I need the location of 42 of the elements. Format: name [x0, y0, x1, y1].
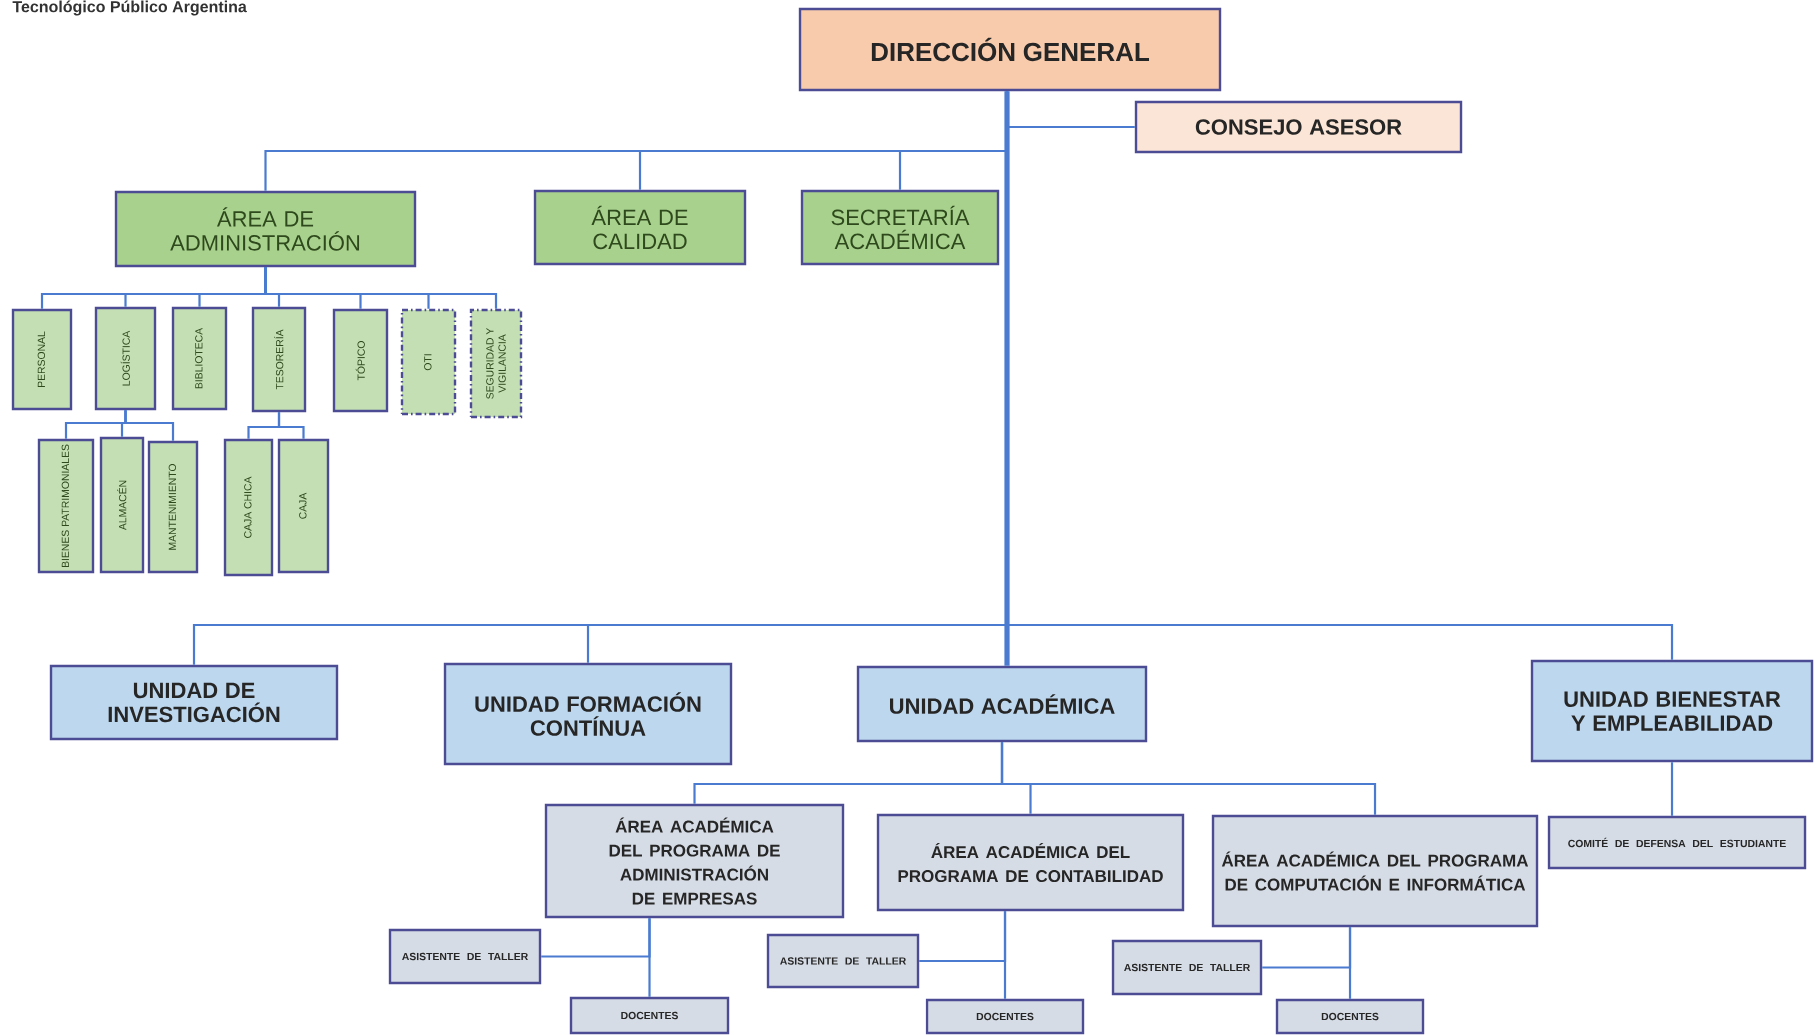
connector-line: [277, 412, 305, 439]
area-box: ÁREA DE ADMINISTRACIÓN: [114, 190, 417, 268]
office-box: BIBLIOTECA: [171, 306, 228, 411]
connector-line: [1348, 927, 1352, 999]
connector-line: [1003, 911, 1007, 999]
unit-box: UNIDAD FORMACIÓN CONTÍNUA: [443, 662, 733, 766]
staff-box: ASISTENTE DE TALLER: [388, 928, 542, 985]
office-box: SEGURIDAD Y VIGILANCIA: [469, 308, 523, 419]
connector-line: [124, 410, 175, 441]
program-box: ÁREA ACADÉMICA DEL PROGRAMA DE CONTABILIDAD: [876, 813, 1185, 912]
office-box: CAJA CHICA: [223, 438, 274, 577]
office-box: PERSONAL: [11, 308, 73, 411]
office-box: CAJA: [277, 438, 330, 574]
staff-box: ASISTENTE DE TALLER: [1111, 939, 1263, 996]
office-box: MANTENIMIENTO: [147, 440, 199, 574]
office-box: TESORERÍA: [251, 306, 307, 413]
area-box: SECRETARÍA ACADÉMICA: [800, 189, 1000, 266]
unit-box: UNIDAD ACADÉMICA: [856, 665, 1148, 743]
institution-name: Tecnológico Público Argentina: [12, 0, 247, 16]
staff-box: DOCENTES: [1275, 998, 1425, 1035]
staff-box: DOCENTES: [569, 996, 730, 1035]
staff-box: COMITÉ DE DEFENSA DEL ESTUDIANTE: [1547, 815, 1807, 870]
staff-box: ASISTENTE DE TALLER: [766, 933, 920, 989]
program-box: ÁREA ACADÉMICA DEL PROGRAMA DE COMPUTACIÓN E INFORMÁTICA: [1211, 814, 1539, 928]
council-box: CONSEJO ASESOR: [1134, 100, 1463, 154]
connector-line: [1000, 742, 1377, 815]
office-box: ALMACÉN: [99, 436, 145, 574]
area-box: ÁREA DE CALIDAD: [533, 189, 747, 266]
connector-line: [1005, 91, 1674, 660]
connector-line: [264, 267, 498, 309]
unit-box: UNIDAD BIENESTAR Y EMPLEABILIDAD: [1530, 659, 1814, 763]
connector-line: [648, 918, 651, 997]
office-box: OTI: [400, 308, 457, 416]
office-box: TÓPICO: [332, 308, 389, 413]
director-box: DIRECCIÓN GENERAL: [798, 7, 1222, 92]
office-box: BIENES PATRIMONIALES: [37, 438, 95, 574]
staff-box: DOCENTES: [925, 998, 1085, 1035]
program-box: ÁREA ACADÉMICA DEL PROGRAMA DE ADMINISTRACIÓN DE EMPRESAS: [544, 803, 845, 919]
unit-box: UNIDAD DE INVESTIGACIÓN: [49, 664, 339, 741]
office-box: LOGÍSTICA: [94, 306, 157, 411]
connector-line: [1004, 91, 1010, 666]
connector-line: [1670, 762, 1674, 816]
